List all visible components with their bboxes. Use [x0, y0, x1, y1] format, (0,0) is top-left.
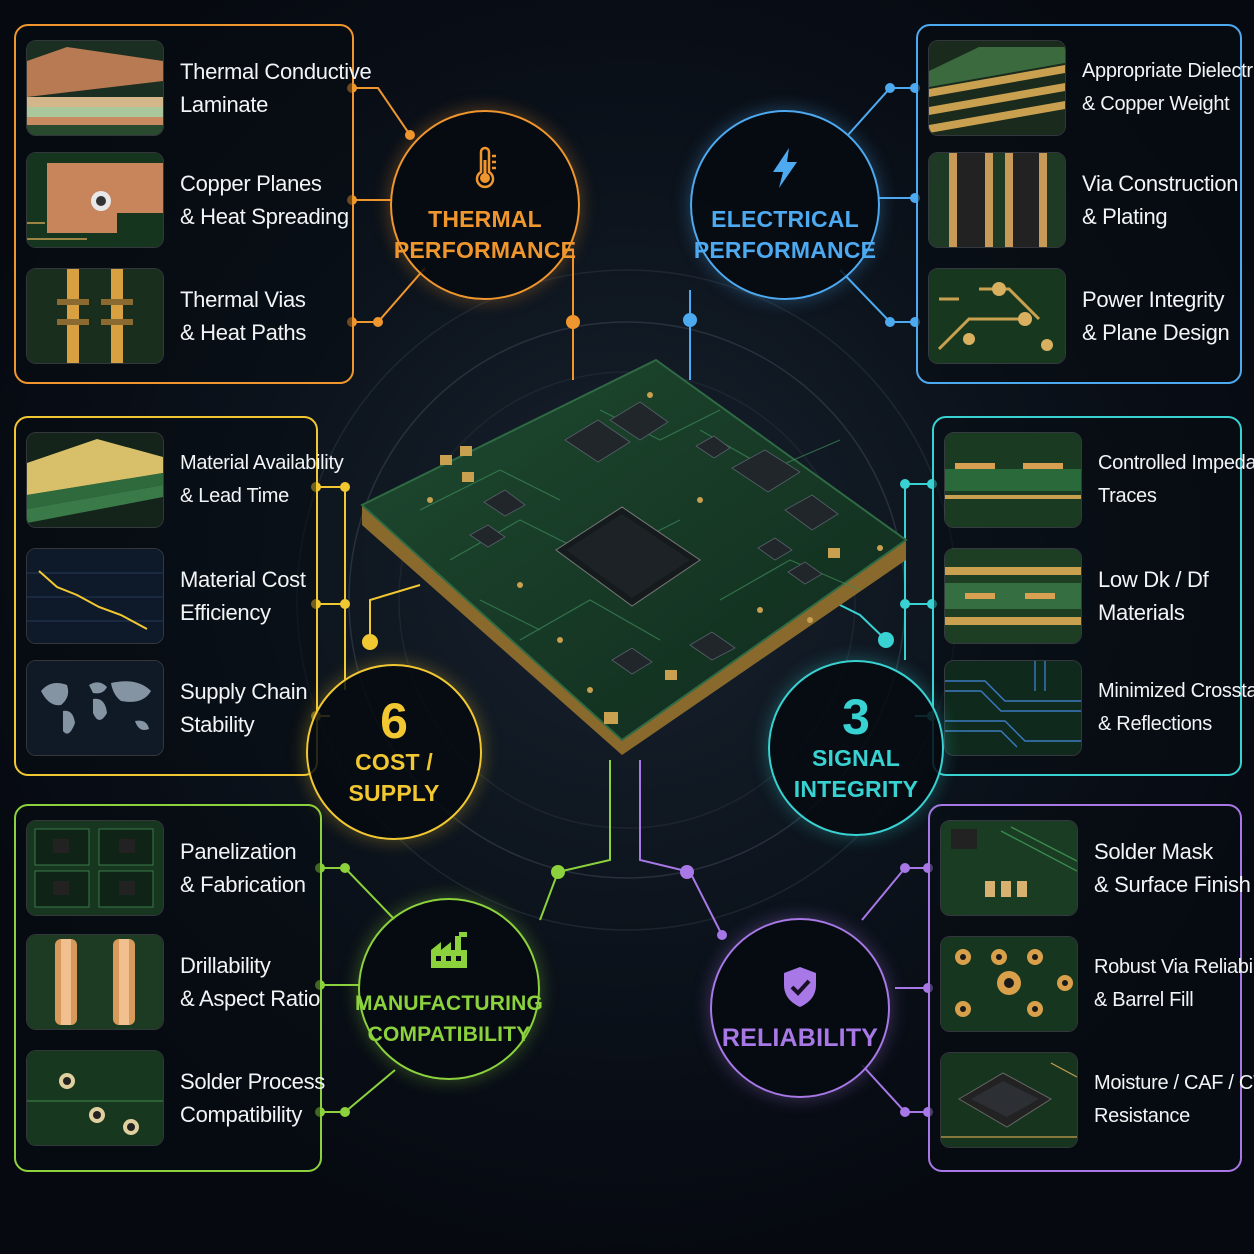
thermometer-icon — [475, 146, 496, 189]
via-barrel-image — [928, 152, 1066, 248]
electrical-item-via-construction: Via Construction& Plating — [928, 152, 1239, 248]
cost-item-material-availability-label: Material Availability& Lead Time — [180, 452, 344, 507]
electrical-hub-title-2: PERFORMANCE — [693, 237, 877, 263]
thermal-item-thermal-vias-label: Thermal Vias& Heat Paths — [180, 287, 307, 345]
manufacturing-item-panelization-label: Panelization& Fabrication — [180, 839, 306, 897]
reliability-item-via-reliability: Robust Via Reliability& Barrel Fill — [940, 936, 1254, 1032]
manufacturing-compatibility-hub: MANUFACTURING COMPATIBILITY — [354, 898, 544, 1080]
manufacturing-item-drillability-label: Drillability& Aspect Ratio — [180, 953, 321, 1011]
drilled-holes-image — [26, 934, 164, 1030]
factory-icon — [431, 932, 467, 968]
solder-mask-image — [940, 820, 1078, 916]
thermal-hub-title-1: THERMAL — [428, 206, 542, 232]
crosstalk-traces-image — [944, 660, 1082, 756]
signal-item-crosstalk-label: Minimized Crosstalk& Reflections — [1098, 680, 1254, 735]
electrical-hub-title-1: ELECTRICAL — [711, 206, 859, 232]
electrical-performance-hub: ELECTRICAL PERFORMANCE — [690, 110, 880, 300]
chip-package-image — [940, 1052, 1078, 1148]
thermal-item-thermal-vias: Thermal Vias& Heat Paths — [26, 268, 306, 364]
electrical-item-dielectric: Appropriate Dielectric& Copper Weight — [928, 40, 1254, 136]
reliability-item-solder-mask: Solder Mask& Surface Finish — [940, 820, 1251, 916]
laminate-stack-image — [26, 40, 164, 136]
manufacturing-item-drillability: Drillability& Aspect Ratio — [26, 934, 320, 1030]
signal-integrity-hub: 3 SIGNAL INTEGRITY — [768, 660, 944, 836]
low-loss-material-image — [944, 548, 1082, 644]
manufacturing-hub-title-2: COMPATIBILITY — [367, 1023, 531, 1046]
thermal-hub-title-2: PERFORMANCE — [393, 237, 577, 263]
signal-hub-title-1: SIGNAL — [811, 745, 901, 771]
impedance-trace-image — [944, 432, 1082, 528]
power-plane-image — [928, 268, 1066, 364]
reliability-item-via-reliability-label: Robust Via Reliability& Barrel Fill — [1094, 956, 1254, 1011]
reliability-item-solder-mask-label: Solder Mask& Surface Finish — [1094, 839, 1251, 897]
signal-item-controlled-impedance-label: Controlled ImpedanceTraces — [1098, 452, 1254, 507]
electrical-item-dielectric-label: Appropriate Dielectric& Copper Weight — [1082, 60, 1254, 115]
cost-hub-title-1: COST / — [355, 749, 433, 775]
solder-pads-image — [26, 1050, 164, 1146]
shield-check-icon — [784, 966, 816, 1007]
electrical-item-power-integrity: Power Integrity& Plane Design — [928, 268, 1230, 364]
material-sheets-image — [26, 432, 164, 528]
panel-array-image — [26, 820, 164, 916]
electrical-item-via-construction-label: Via Construction& Plating — [1082, 171, 1239, 229]
reliability-hub: RELIABILITY — [710, 918, 890, 1098]
cost-hub-title-2: SUPPLY — [348, 780, 440, 806]
reliability-hub-title: RELIABILITY — [721, 1023, 879, 1052]
manufacturing-item-panelization: Panelization& Fabrication — [26, 820, 306, 916]
cost-supply-hub: 6 COST / SUPPLY — [306, 664, 482, 840]
cost-item-material-availability: Material Availability& Lead Time — [26, 432, 344, 528]
signal-item-crosstalk: Minimized Crosstalk& Reflections — [944, 660, 1254, 756]
signal-hub-number: 3 — [842, 689, 870, 745]
thermal-performance-hub: THERMAL PERFORMANCE — [390, 110, 580, 300]
thermal-item-copper-planes-label: Copper Planes& Heat Spreading — [180, 171, 349, 229]
signal-hub-title-2: INTEGRITY — [793, 776, 919, 802]
via-grid-image — [940, 936, 1078, 1032]
manufacturing-hub-title-1: MANUFACTURING — [354, 992, 544, 1015]
lightning-icon — [773, 148, 797, 188]
electrical-item-power-integrity-label: Power Integrity& Plane Design — [1082, 287, 1230, 345]
dielectric-layers-image — [928, 40, 1066, 136]
thermal-vias-image — [26, 268, 164, 364]
world-map-image — [26, 660, 164, 756]
copper-plane-image — [26, 152, 164, 248]
cost-hub-number: 6 — [380, 693, 408, 749]
signal-item-controlled-impedance: Controlled ImpedanceTraces — [944, 432, 1254, 528]
cost-trend-chart-image — [26, 548, 164, 644]
thermal-item-copper-planes: Copper Planes& Heat Spreading — [26, 152, 349, 248]
